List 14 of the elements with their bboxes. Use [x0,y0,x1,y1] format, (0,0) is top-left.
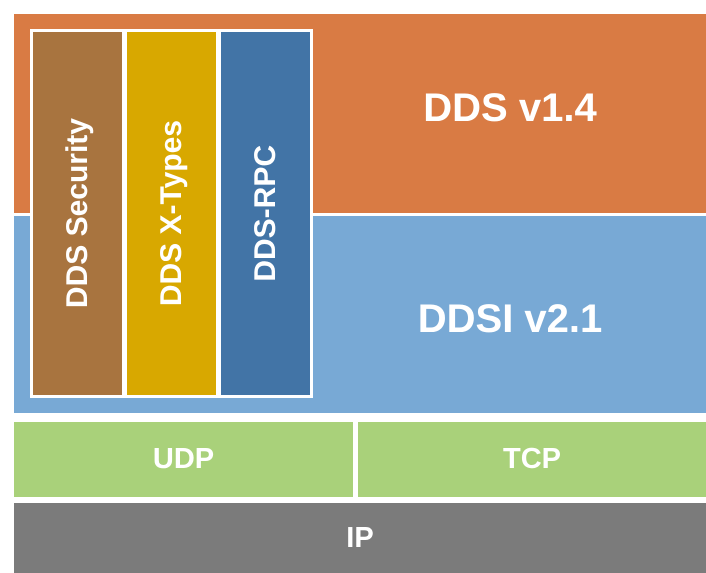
stack-layer-band [358,422,706,497]
stack-layer-column [218,29,313,398]
layer-label: UDP [152,443,214,476]
stack-layer-column [124,29,219,398]
layer-label: DDS v1.4 [423,86,597,131]
layer-label: DDS X-Types [154,120,188,307]
stack-layer-band [14,503,706,573]
layer-label: DDS-RPC [248,145,282,282]
layer-label: TCP [503,443,561,476]
layer-label: DDSI v2.1 [418,297,602,342]
layer-label: IP [346,522,374,554]
layer-label: DDS Security [60,118,94,309]
stack-layer-column [30,29,125,398]
stack-layer-band [14,422,353,497]
